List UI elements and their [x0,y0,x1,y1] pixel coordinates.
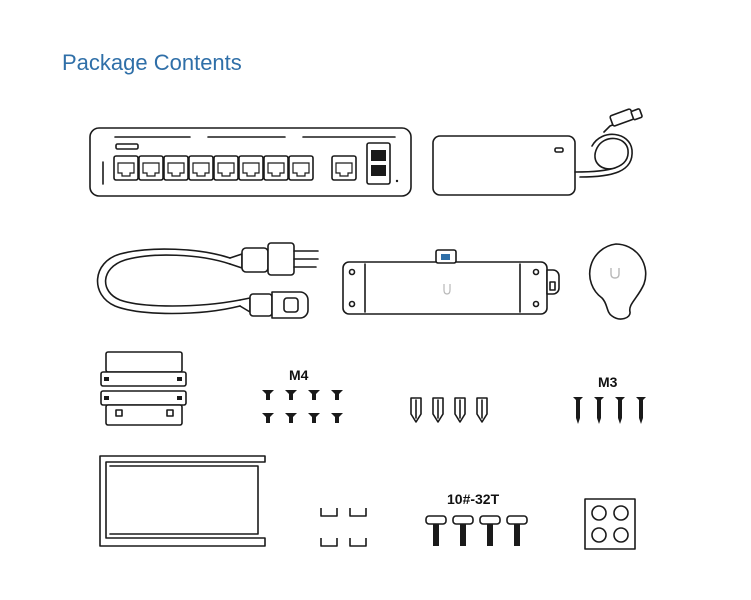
m3-screws-illustration [573,397,646,424]
m4-label: M4 [289,367,309,383]
magnetic-mount-illustration [588,243,647,320]
m3-label: M3 [598,374,618,390]
m4-screws-illustration [262,390,343,423]
rack-screws-illustration [425,515,528,546]
power-adapter-illustration [432,108,643,196]
rack-ears-illustration [100,351,187,426]
page-title: Package Contents [62,50,242,75]
switch-illustration [89,127,412,197]
power-cord-illustration [96,242,319,319]
mounting-bracket-illustration [342,249,560,315]
rubber-feet-illustration [584,498,636,550]
cable-hook-illustration [99,455,266,547]
clips-illustration [320,508,367,547]
rack-screws-label: 10#-32T [447,491,500,507]
wall-anchors-illustration [410,397,488,423]
